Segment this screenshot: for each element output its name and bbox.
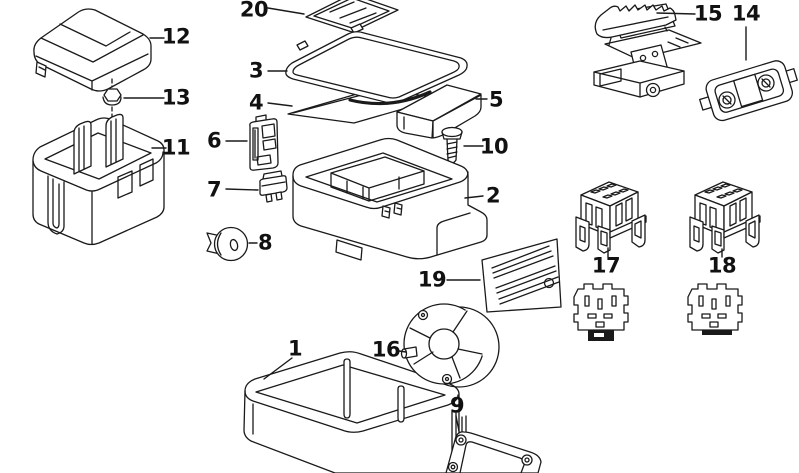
part-drawing-16-clamp-ring [400,303,500,388]
part-label-16[interactable]: 16 [371,337,401,362]
part-label-18[interactable]: 18 [707,253,737,278]
part-drawing-19-sticker [481,238,562,313]
leader-line-4 [267,102,293,107]
part-label-14[interactable]: 14 [731,1,761,26]
part-label-8[interactable]: 8 [257,230,273,255]
leader-lines [123,7,747,432]
part-label-11[interactable]: 11 [161,135,191,160]
part-drawing-18-socket-bottom-view [687,283,743,331]
part-drawing-2-fuse-box-body [292,137,488,261]
leader-line-16 [398,350,407,353]
part-label-19[interactable]: 19 [417,267,447,292]
part-label-12[interactable]: 12 [161,24,191,49]
part-drawing-15-carrier-bracket [593,3,702,98]
part-label-10[interactable]: 10 [479,134,509,159]
part-label-17[interactable]: 17 [591,253,621,278]
leader-line-20 [267,7,305,15]
leader-line-15 [656,12,696,15]
part-label-13[interactable]: 13 [161,85,191,110]
part-drawing-17-socket-bottom-view [573,283,629,331]
part-label-3[interactable]: 3 [248,58,264,83]
part-label-20[interactable]: 20 [239,0,269,22]
part-label-4[interactable]: 4 [248,90,264,115]
part-label-6[interactable]: 6 [206,128,222,153]
leader-line-1 [263,357,293,380]
part-drawing-3-lid [285,23,468,106]
part-drawing-14-mounting-plate [699,60,798,122]
socket-bottom-contact-18 [702,330,732,335]
part-drawing-8-grommet [206,226,249,262]
part-drawing-18-relay-socket [689,181,761,254]
socket-bottom-contact-17 [588,330,614,341]
part-drawing-12-cover [33,8,152,92]
leader-line-2 [464,195,484,199]
part-drawing-7-blade-fuse [259,170,288,203]
part-label-2[interactable]: 2 [485,183,501,208]
part-drawing-17-relay-socket [575,181,647,254]
part-drawing-11-housing [32,113,165,246]
part-drawing-20-label-plate [305,0,399,33]
part-drawing-5-bracket [396,84,482,139]
part-label-9[interactable]: 9 [449,393,465,418]
part-label-7[interactable]: 7 [206,177,222,202]
leader-line-7 [225,188,259,191]
part-label-1[interactable]: 1 [287,336,303,361]
part-label-5[interactable]: 5 [488,87,504,112]
part-drawing-9-gasket [445,431,542,473]
leader-line-9 [455,415,460,432]
part-drawing-6-fuse-holder [249,114,279,171]
part-label-15[interactable]: 15 [693,1,723,26]
